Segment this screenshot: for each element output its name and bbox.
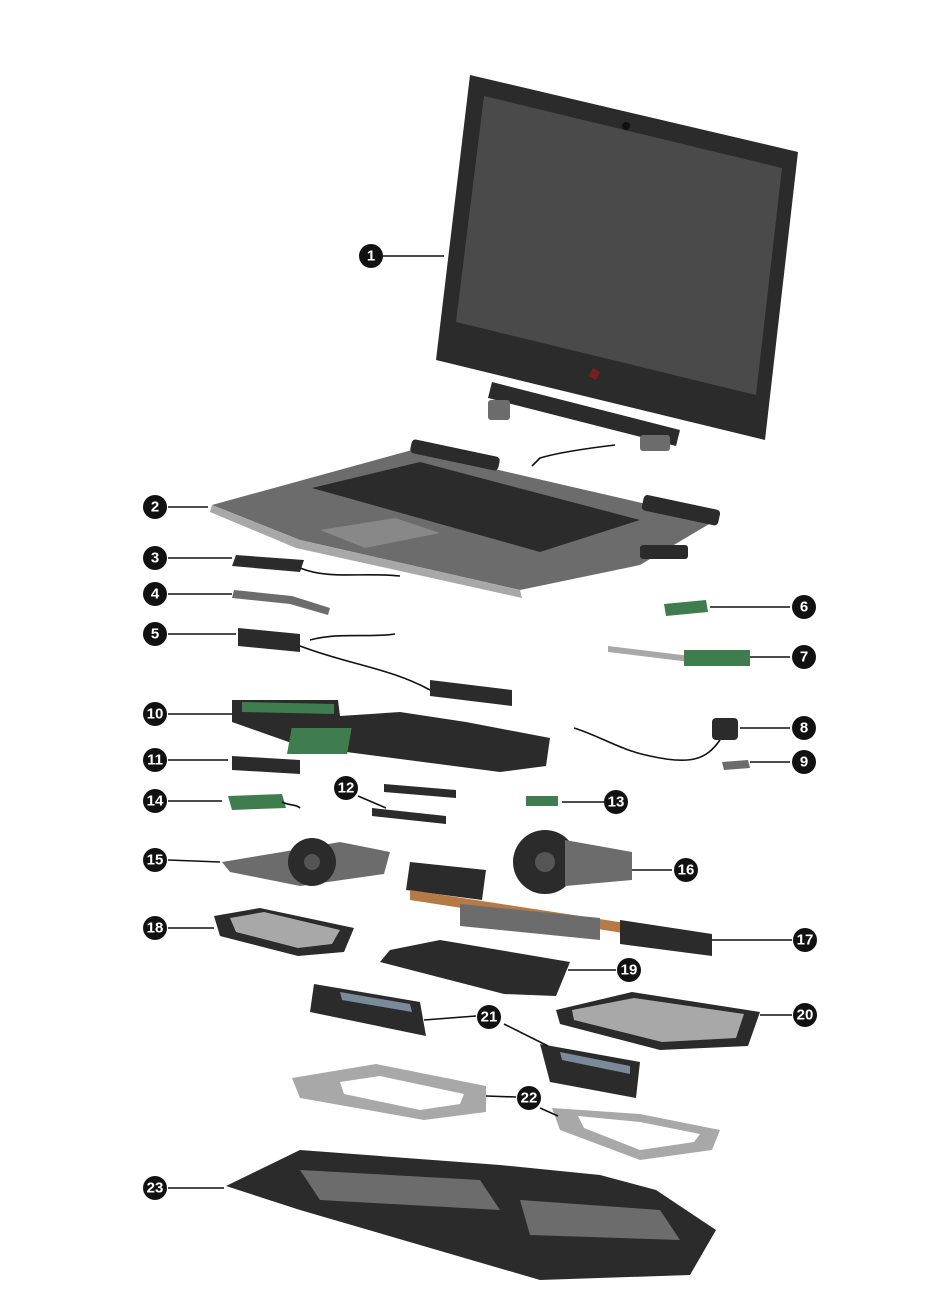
callout-label: 2	[151, 499, 159, 516]
callout-10: 10	[143, 702, 167, 726]
callout-label: 7	[800, 649, 808, 666]
callout-19: 19	[617, 958, 641, 982]
callout-label: 9	[800, 754, 808, 771]
part-9-bracket	[722, 760, 750, 770]
callout-17: 17	[793, 928, 817, 952]
callout-label: 11	[147, 752, 163, 769]
callout-label: 12	[338, 780, 355, 797]
callout-20: 20	[793, 1003, 817, 1027]
callout-label: 19	[621, 962, 638, 979]
part-12-memory	[372, 784, 456, 824]
part-19-battery	[380, 940, 570, 996]
callout-9: 9	[792, 750, 816, 774]
callout-22: 22	[517, 1086, 541, 1110]
part-5-speakers	[238, 628, 512, 706]
part-11-ssd	[232, 756, 300, 774]
callout-label: 10	[147, 706, 164, 723]
part-23-bottom-cover	[226, 1150, 716, 1280]
callout-label: 23	[147, 1180, 164, 1197]
callout-11: 11	[143, 748, 167, 772]
part-15-fan	[222, 838, 390, 886]
callout-21: 21	[477, 1005, 501, 1029]
callout-label: 5	[151, 626, 159, 643]
part-20-optical-drive	[556, 992, 760, 1050]
callout-16: 16	[674, 858, 698, 882]
part-18-hard-drive	[214, 908, 354, 956]
callout-label: 14	[147, 793, 164, 810]
callout-label: 3	[151, 550, 159, 567]
callout-5: 5	[143, 622, 167, 646]
callout-7: 7	[792, 645, 816, 669]
part-22-brackets	[292, 1064, 720, 1160]
callout-15: 15	[143, 848, 167, 872]
callout-18: 18	[143, 916, 167, 940]
callout-6: 6	[792, 595, 816, 619]
callout-label: 21	[481, 1009, 498, 1026]
callout-label: 4	[151, 586, 160, 603]
part-7-usb-board	[608, 646, 750, 666]
callout-13: 13	[604, 790, 628, 814]
callout-14: 14	[143, 789, 167, 813]
part-6-small-board	[664, 600, 708, 616]
callout-2: 2	[143, 495, 167, 519]
callout-label: 13	[608, 794, 625, 811]
callout-1: 1	[359, 244, 383, 268]
display-assembly	[436, 75, 798, 466]
callout-3: 3	[143, 546, 167, 570]
callout-label: 17	[797, 932, 814, 949]
callout-label: 20	[797, 1007, 814, 1024]
callout-label: 15	[147, 852, 164, 869]
callout-12: 12	[334, 776, 358, 800]
callout-23: 23	[143, 1176, 167, 1200]
part-13-wlan	[526, 796, 558, 806]
part-14-module	[228, 794, 300, 810]
top-cover-keyboard	[210, 439, 721, 598]
callout-label: 1	[367, 248, 375, 265]
part-16-fan	[513, 830, 632, 894]
callout-label: 16	[678, 862, 695, 879]
part-8-power-cable	[574, 718, 738, 760]
callout-label: 18	[147, 920, 164, 937]
callout-4: 4	[143, 582, 167, 606]
callout-8: 8	[792, 716, 816, 740]
callout-label: 6	[800, 599, 808, 616]
callout-label: 8	[800, 720, 808, 737]
callout-label: 22	[521, 1090, 538, 1107]
part-4-bracket	[232, 590, 330, 615]
